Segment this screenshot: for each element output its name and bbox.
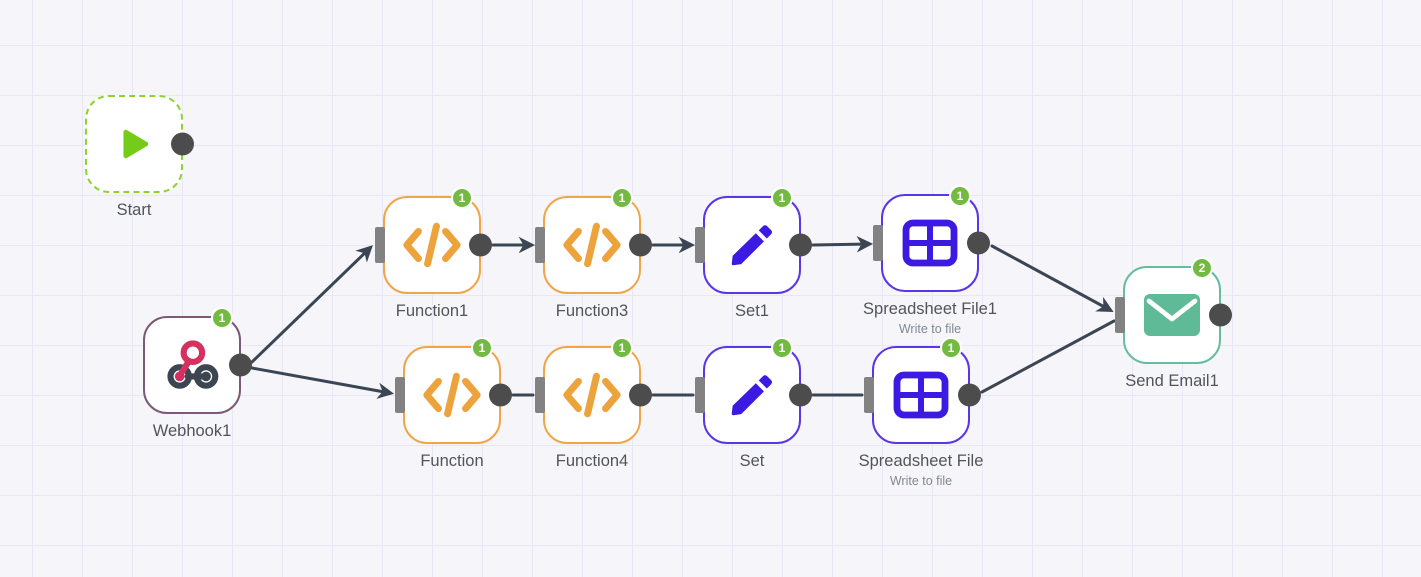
- code-icon: [545, 198, 639, 292]
- connection-set1-to-spreadsheet_file1[interactable]: [811, 235, 874, 253]
- output-port[interactable]: [489, 383, 512, 407]
- node-label: Webhook1: [152, 422, 232, 440]
- output-port[interactable]: [789, 383, 812, 407]
- node-webhook1[interactable]: 1 Webhook1: [143, 307, 252, 440]
- input-port[interactable]: [695, 377, 705, 413]
- node-label: Function4: [555, 452, 629, 470]
- items-count-badge: 1: [940, 337, 962, 359]
- items-count-badge: 1: [451, 187, 473, 209]
- node-function1[interactable]: 1 Function1: [375, 187, 492, 320]
- pencil-icon: [705, 198, 799, 292]
- connection-spreadsheet_file1-to-send_email1[interactable]: [990, 244, 1114, 312]
- connection-webhook1-to-function1[interactable]: [250, 245, 373, 364]
- items-count-badge: 1: [471, 337, 493, 359]
- code-icon: [385, 198, 479, 292]
- output-port[interactable]: [629, 383, 652, 407]
- node-label: Spreadsheet File1: [863, 300, 997, 318]
- code-icon: [405, 348, 499, 442]
- play-icon: [87, 97, 181, 191]
- output-port[interactable]: [229, 353, 252, 377]
- node-label: Start: [116, 201, 152, 219]
- node-label: Function: [420, 452, 484, 470]
- node-label: Set: [739, 452, 765, 470]
- items-count-badge: 1: [949, 185, 971, 207]
- connection-webhook1-to-function[interactable]: [250, 366, 395, 399]
- node-spreadsheet-file1[interactable]: 1 Spreadsheet File1 Write to file: [863, 185, 997, 336]
- output-port[interactable]: [789, 233, 812, 257]
- output-port[interactable]: [967, 231, 990, 255]
- webhook-icon: [145, 318, 239, 412]
- output-port[interactable]: [1209, 303, 1232, 327]
- input-port[interactable]: [873, 225, 883, 261]
- node-function3[interactable]: 1 Function3: [535, 187, 652, 320]
- node-label: Set1: [735, 302, 769, 320]
- output-port[interactable]: [958, 383, 981, 407]
- pencil-icon: [705, 348, 799, 442]
- input-port[interactable]: [535, 227, 545, 263]
- node-send-email1[interactable]: 2 Send Email1: [1115, 257, 1232, 390]
- node-set1[interactable]: 1 Set1: [695, 187, 812, 320]
- items-count-badge: 1: [771, 187, 793, 209]
- input-port[interactable]: [695, 227, 705, 263]
- output-port[interactable]: [469, 233, 492, 257]
- node-label: Function3: [555, 302, 629, 320]
- code-icon: [545, 348, 639, 442]
- node-operation-sublabel: Write to file: [898, 322, 962, 336]
- items-count-badge: 1: [771, 337, 793, 359]
- items-count-badge: 2: [1191, 257, 1213, 279]
- node-label: Function1: [395, 302, 469, 320]
- input-port[interactable]: [535, 377, 545, 413]
- table-icon: [883, 196, 977, 290]
- table-icon: [874, 348, 968, 442]
- node-set[interactable]: 1 Set: [695, 337, 812, 470]
- input-port[interactable]: [1115, 297, 1125, 333]
- items-count-badge: 1: [611, 337, 633, 359]
- connection-spreadsheet_file-to-send_email1[interactable]: [980, 319, 1116, 394]
- input-port[interactable]: [375, 227, 385, 263]
- output-port[interactable]: [629, 233, 652, 257]
- node-label: Spreadsheet File: [858, 452, 984, 470]
- output-port[interactable]: [171, 132, 194, 156]
- node-start[interactable]: Start: [85, 95, 194, 219]
- items-count-badge: 1: [611, 187, 633, 209]
- node-label: Send Email1: [1125, 372, 1219, 390]
- node-function4[interactable]: 1 Function4: [535, 337, 652, 470]
- node-function[interactable]: 1 Function: [395, 337, 512, 470]
- node-operation-sublabel: Write to file: [889, 474, 953, 488]
- envelope-icon: [1125, 268, 1219, 362]
- input-port[interactable]: [864, 377, 874, 413]
- node-spreadsheet-file[interactable]: 1 Spreadsheet File Write to file: [859, 337, 983, 488]
- input-port[interactable]: [395, 377, 405, 413]
- items-count-badge: 1: [211, 307, 233, 329]
